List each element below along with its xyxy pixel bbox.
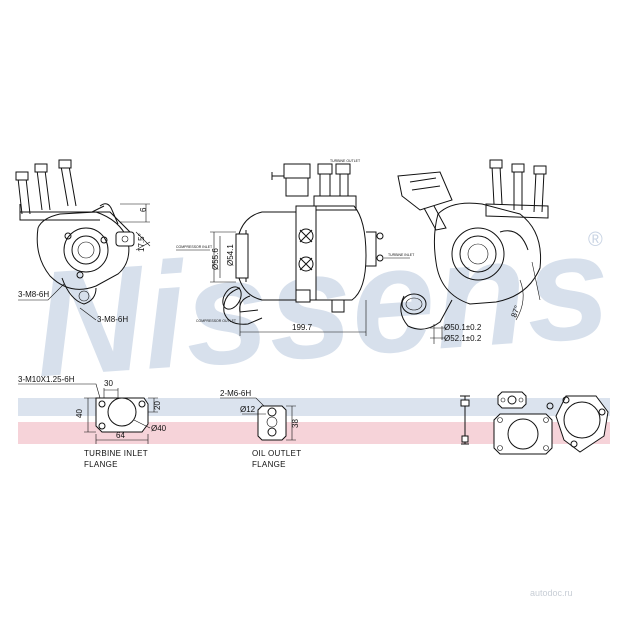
compressor-outlet-label: COMPRESSOR OUTLET <box>196 319 237 323</box>
turbine-flange-dim-64: 64 <box>116 431 125 440</box>
turbine-outlet-label: TURBINE OUTLET <box>330 159 361 163</box>
turbine-flange-dim-40: 40 <box>75 409 84 418</box>
registered-mark: ® <box>588 229 603 251</box>
oil-flange-dia12: Ø12 <box>240 405 256 414</box>
turbine-flange-dim-30: 30 <box>104 379 113 388</box>
right-angle: 87° <box>509 304 522 318</box>
right-dia-2: Ø52.1±0.2 <box>444 334 482 343</box>
turbine-inlet-flange: 3-M10X1.25-6H 30 40 20 64 Ø40 TURBINE IN… <box>18 375 167 469</box>
oil-outlet-flange: 2-M6-6H Ø12 38 OIL OUTLET FLANGE <box>220 389 301 469</box>
left-dim-6: 6 <box>139 207 148 212</box>
dia-outer-dim: Ø55.6 <box>211 248 220 270</box>
oil-flange-caption-2: FLANGE <box>252 460 286 469</box>
turbine-flange-thread: 3-M10X1.25-6H <box>18 375 75 384</box>
turbine-inlet-label: TURBINE INLET <box>388 253 415 257</box>
left-thread-label-2: 3-M8-6H <box>97 315 128 324</box>
brand-watermark: Nissens <box>29 201 615 409</box>
center-view: COMPRESSOR INLET COMPRESSOR OUTLET TURBI… <box>176 159 415 336</box>
footer-watermark: autodoc.ru <box>530 588 573 598</box>
left-dim-angle: 17.5° <box>137 233 146 252</box>
turbine-flange-dim-20: 20 <box>153 401 162 410</box>
oil-flange-caption-1: OIL OUTLET <box>252 449 301 458</box>
length-dim: 199.7 <box>292 323 313 332</box>
oil-flange-dim-38: 38 <box>291 419 300 428</box>
right-view: Ø50.1±0.2 Ø52.1±0.2 87° <box>397 159 549 344</box>
turbine-flange-dim-dia40: Ø40 <box>151 424 167 433</box>
left-thread-label-1: 3-M8-6H <box>18 290 49 299</box>
turbine-flange-caption-2: FLANGE <box>84 460 118 469</box>
compressor-inlet-label: COMPRESSOR INLET <box>176 245 213 249</box>
accessories <box>460 391 609 455</box>
dia-inner-dim: Ø54.1 <box>226 244 235 266</box>
oil-flange-thread: 2-M6-6H <box>220 389 251 398</box>
right-dia-1: Ø50.1±0.2 <box>444 323 482 332</box>
left-view: 6 17.5° 3-M8-6H 3-M8-6H <box>15 159 151 324</box>
turbine-flange-caption-1: TURBINE INLET <box>84 449 148 458</box>
